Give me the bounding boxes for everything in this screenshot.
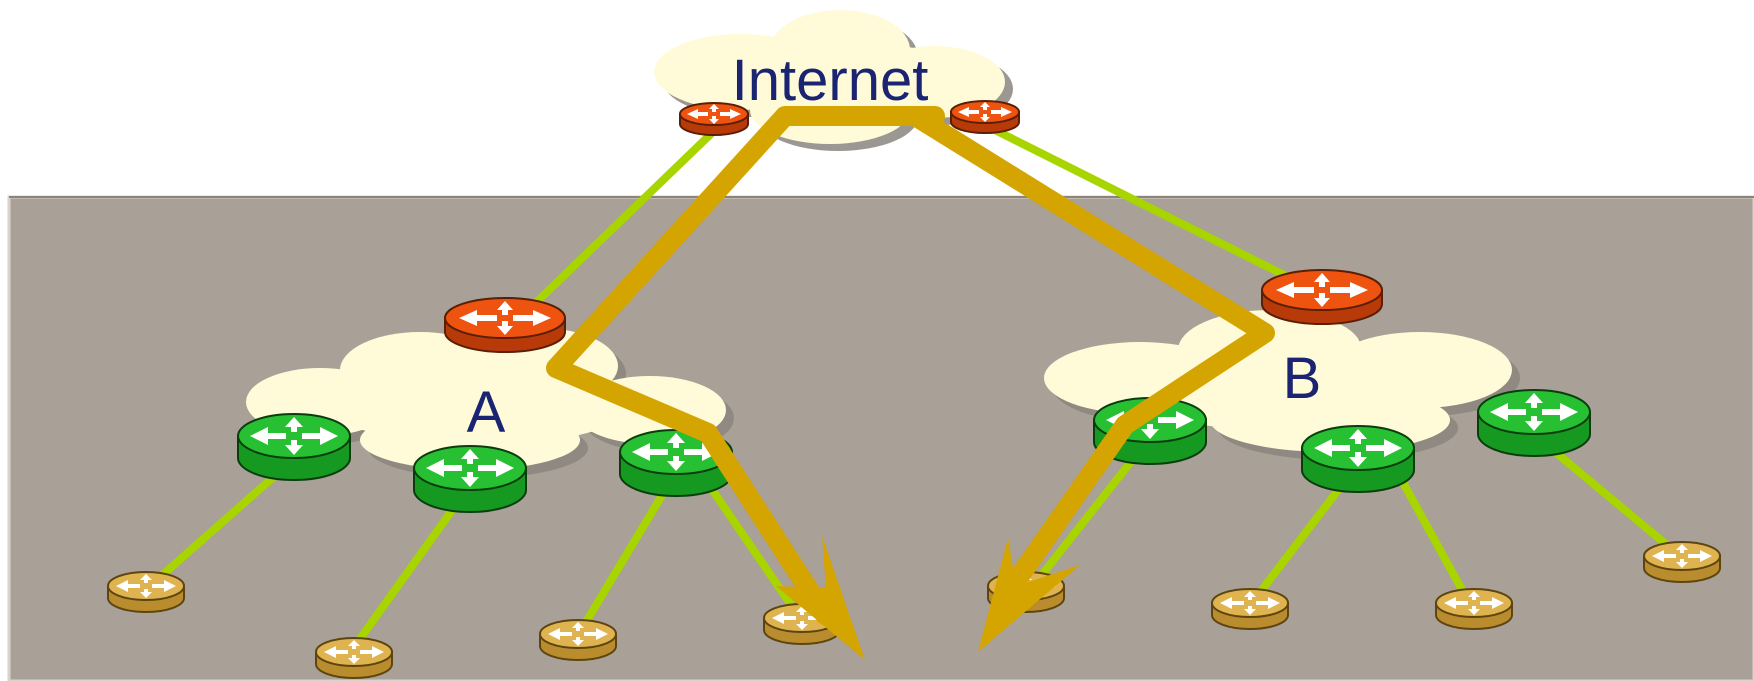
link-a3-edge [576,468,680,636]
link-a3-edge-2 [696,468,804,622]
link-internet-b [981,121,1322,296]
arrow-head-b [978,538,1080,652]
link-b3-edge [1391,464,1476,612]
internet-router-icon [950,100,1020,134]
traffic-path-via-a [546,106,945,625]
link-a1-edge [146,454,299,590]
internet-cloud-icon [654,10,1013,151]
edge-router-icon [1211,588,1289,630]
core-router-icon [1301,425,1415,493]
edge-router-icon [1435,588,1513,630]
core-router-icon [413,445,527,513]
border-router-b-icon [1261,269,1383,325]
border-router-a-icon [444,297,566,353]
link-b4-edge [1532,432,1684,560]
link-internet-a [516,126,719,322]
cloud-b-label: B [1283,346,1322,411]
link-a2-edge [348,484,472,654]
traffic-path-via-b [905,106,1275,600]
core-router-icon [1477,389,1591,457]
arrow-head-a [776,536,865,660]
link-b1-edge [1026,436,1152,594]
edge-router-icon [315,637,393,679]
edge-router-icon [1643,541,1721,583]
core-router-icon [237,413,351,481]
edge-router-icon [107,571,185,613]
internet-label: Internet [732,48,929,113]
traffic-path-arrow [546,106,1275,625]
cloud-a-label: A [467,380,506,445]
edge-router-icon [539,619,617,661]
